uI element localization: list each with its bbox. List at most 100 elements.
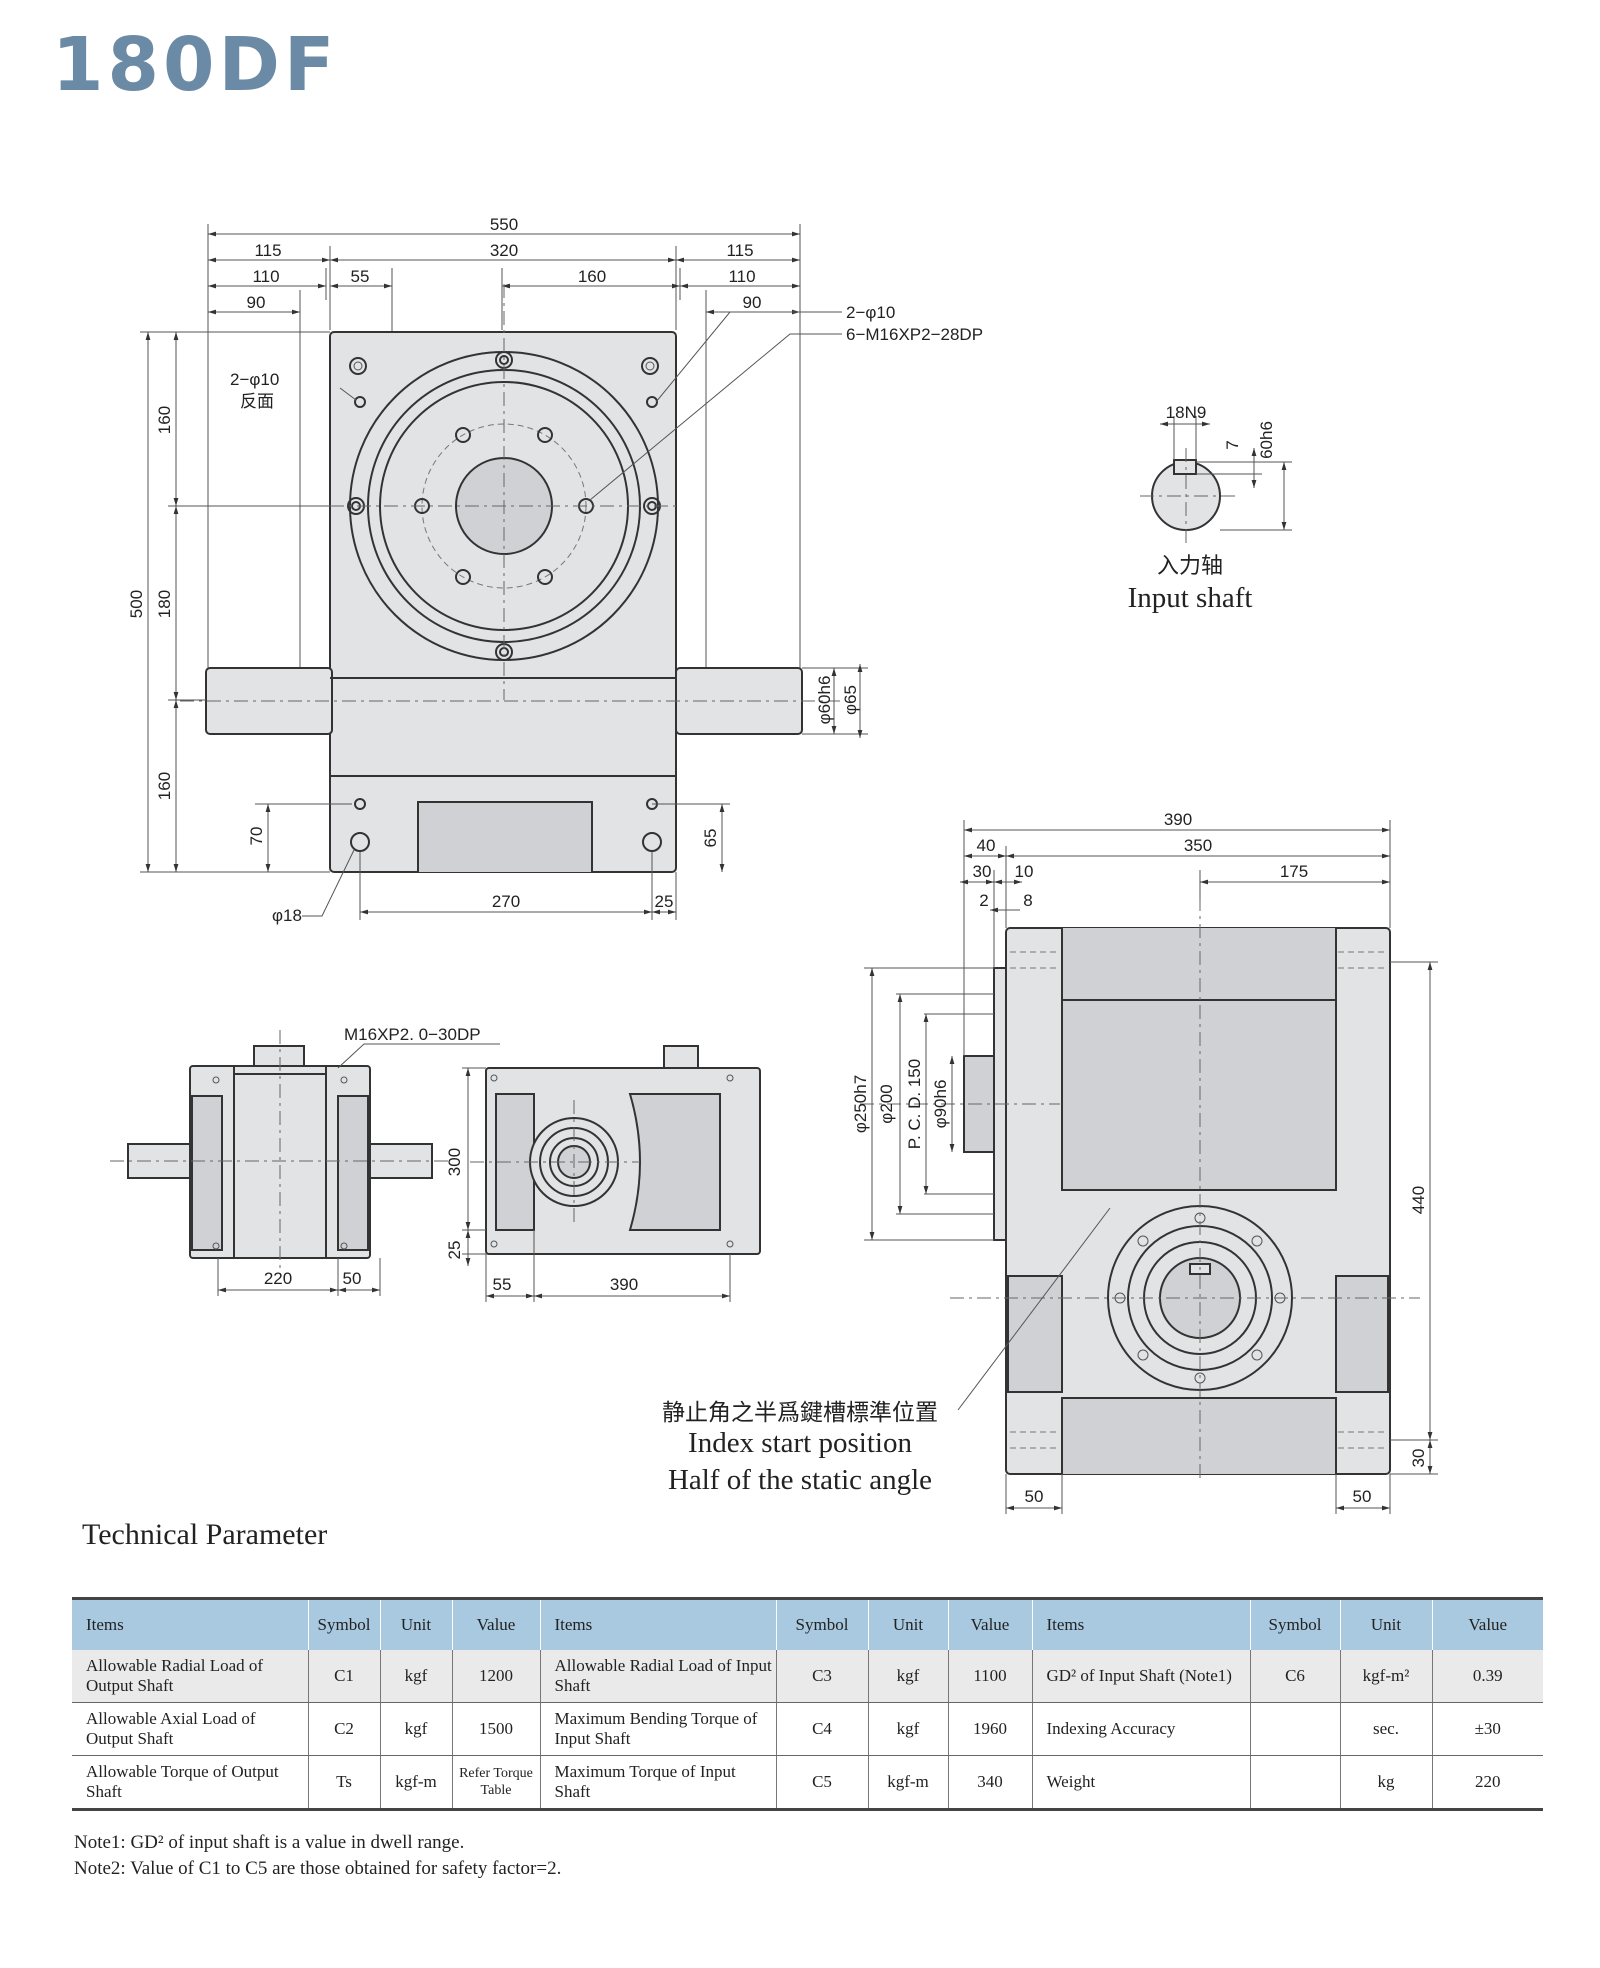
header-items-1: Items — [72, 1597, 308, 1650]
dim-50-left: 50 — [1025, 1487, 1044, 1506]
table-cell — [1249, 1702, 1340, 1756]
dim-phi65: φ65 — [841, 685, 860, 715]
callout-2-phi10-back: 2−φ10 — [230, 370, 279, 389]
table-cell: Refer Torque Table — [451, 1755, 540, 1811]
dim-50-front: 50 — [343, 1269, 362, 1288]
dim-25-side: 25 — [445, 1241, 464, 1260]
table-cell: kg — [1339, 1755, 1432, 1811]
front-view: 220 50 M16XP2. 0−30DP — [110, 1025, 500, 1296]
table-cell: 0.39 — [1431, 1650, 1543, 1703]
input-shaft-label-cn: 入力轴 — [1156, 554, 1223, 579]
callout-phi18: φ18 — [272, 906, 302, 925]
dim-phi250h7: φ250h7 — [851, 1075, 870, 1133]
header-unit-2: Unit — [867, 1597, 948, 1650]
index-caption-en-2: Half of the static angle — [667, 1464, 933, 1496]
table-cell: 340 — [947, 1755, 1032, 1811]
dim-160-top: 160 — [578, 267, 606, 286]
dim-175: 175 — [1280, 862, 1308, 881]
note-1: Note1: GD² of input shaft is a value in … — [74, 1832, 465, 1853]
header-symbol-1: Symbol — [307, 1597, 380, 1650]
input-shaft-view: 18N9 7 60h6 — [1140, 403, 1292, 544]
header-value-1: Value — [451, 1597, 540, 1650]
table-cell: Maximum Torque of Input Shaft — [539, 1755, 776, 1811]
dim-90-right: 90 — [743, 293, 762, 312]
dim-500: 500 — [127, 590, 146, 618]
dim-40: 40 — [977, 836, 996, 855]
table-cell: kgf — [867, 1650, 948, 1703]
callout-6-m16: 6−M16XP2−28DP — [846, 325, 983, 344]
dim-440: 440 — [1409, 1186, 1428, 1214]
table-cell: 1500 — [451, 1702, 540, 1756]
dim-300: 300 — [445, 1148, 464, 1176]
technical-parameter-title: Technical Parameter — [82, 1518, 328, 1551]
table-cell: C3 — [775, 1650, 868, 1703]
table-row: Allowable Torque of Output Shaft Ts kgf-… — [72, 1755, 1543, 1811]
right-view: 390 40 350 30 10 175 2 8 φ250h7 φ200 P. … — [851, 810, 1438, 1514]
header-symbol-2: Symbol — [775, 1597, 868, 1650]
table-cell: Maximum Bending Torque of Input Shaft — [539, 1702, 776, 1756]
table-cell: Indexing Accuracy — [1031, 1702, 1250, 1756]
table-cell: kgf-m — [379, 1755, 452, 1811]
table-cell: C4 — [775, 1702, 868, 1756]
dim-180: 180 — [155, 590, 174, 618]
header-items-2: Items — [539, 1597, 776, 1650]
table-cell: kgf-m — [867, 1755, 948, 1811]
dim-55: 55 — [351, 267, 370, 286]
header-value-2: Value — [947, 1597, 1032, 1650]
table-cell: Allowable Radial Load of Output Shaft — [72, 1650, 308, 1703]
table-row: Allowable Radial Load of Output Shaft C1… — [72, 1650, 1543, 1703]
dim-50-right: 50 — [1353, 1487, 1372, 1506]
dim-10: 10 — [1015, 862, 1034, 881]
header-items-3: Items — [1031, 1597, 1250, 1650]
header-symbol-3: Symbol — [1249, 1597, 1340, 1650]
table-header-row: Items Symbol Unit Value Items Symbol Uni… — [72, 1597, 1543, 1650]
index-caption-cn: 静止角之半爲鍵槽標準位置 — [662, 1400, 938, 1426]
table-cell: kgf — [379, 1650, 452, 1703]
table-row: Allowable Axial Load of Output Shaft C2 … — [72, 1702, 1543, 1756]
table-cell: kgf-m² — [1339, 1650, 1432, 1703]
table-cell: C2 — [307, 1702, 380, 1756]
dim-2: 2 — [979, 891, 988, 910]
dim-pcd150: P. C. D. 150 — [905, 1059, 924, 1149]
dim-270: 270 — [492, 892, 520, 911]
dim-60h6: 60h6 — [1257, 421, 1276, 459]
table-cell: C6 — [1249, 1650, 1340, 1703]
header-unit-1: Unit — [379, 1597, 452, 1650]
top-view: 550 115 320 115 110 55 160 110 90 90 — [127, 215, 983, 925]
dim-55-side: 55 — [493, 1275, 512, 1294]
dim-18n9: 18N9 — [1166, 403, 1207, 422]
table-cell: kgf — [867, 1702, 948, 1756]
dim-25: 25 — [655, 892, 674, 911]
note-2: Note2: Value of C1 to C5 are those obtai… — [74, 1858, 562, 1879]
technical-drawing: 550 115 320 115 110 55 160 110 90 90 — [110, 215, 1438, 1514]
index-caption-en-1: Index start position — [688, 1427, 912, 1459]
dim-7: 7 — [1223, 440, 1242, 449]
table-cell: 1200 — [451, 1650, 540, 1703]
page-title: 180DF — [52, 22, 339, 108]
dim-115-left: 115 — [254, 241, 281, 260]
technical-parameter-table: Items Symbol Unit Value Items Symbol Uni… — [72, 1597, 1543, 1811]
table-cell: Allowable Axial Load of Output Shaft — [72, 1702, 308, 1756]
header-value-3: Value — [1431, 1597, 1543, 1650]
table-cell: kgf — [379, 1702, 452, 1756]
dim-160-upper: 160 — [155, 406, 174, 434]
dim-220: 220 — [264, 1269, 292, 1288]
dim-320: 320 — [490, 241, 518, 260]
dim-90-left: 90 — [247, 293, 266, 312]
table-cell: 1960 — [947, 1702, 1032, 1756]
dim-350: 350 — [1184, 836, 1212, 855]
table-cell: 220 — [1431, 1755, 1543, 1811]
dim-115-right: 115 — [726, 241, 753, 260]
callout-reverse-side: 反面 — [240, 392, 274, 412]
dim-phi90h6: φ90h6 — [931, 1080, 950, 1129]
dim-550: 550 — [490, 215, 518, 234]
callout-m16-30dp: M16XP2. 0−30DP — [344, 1025, 481, 1044]
table-cell: Weight — [1031, 1755, 1250, 1811]
table-cell: sec. — [1339, 1702, 1432, 1756]
dim-390-right: 390 — [1164, 810, 1192, 829]
table-cell: C5 — [775, 1755, 868, 1811]
table-cell: 1100 — [947, 1650, 1032, 1703]
dim-30-top: 30 — [973, 862, 992, 881]
header-unit-3: Unit — [1339, 1597, 1432, 1650]
table-cell — [1249, 1755, 1340, 1811]
